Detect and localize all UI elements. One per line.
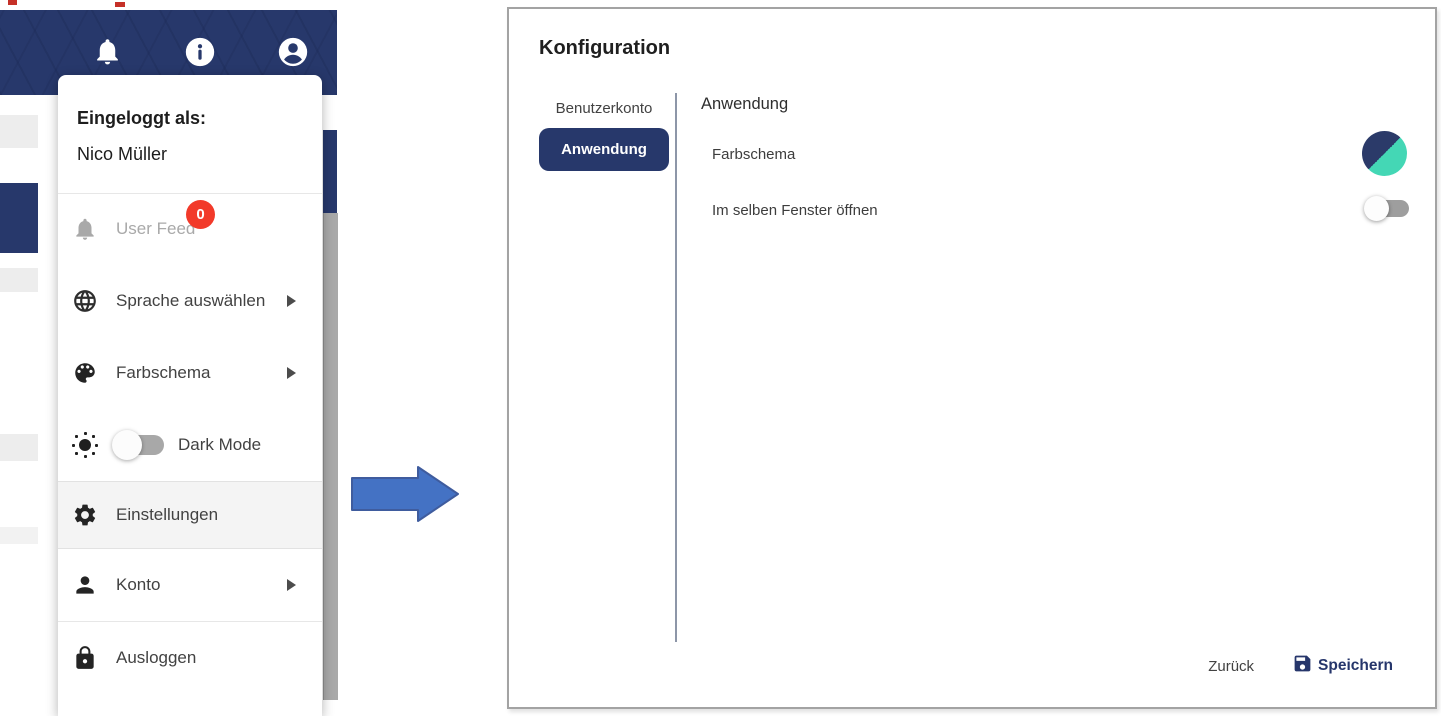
divider [675,93,677,642]
menu-item-settings[interactable]: Einstellungen [58,481,322,549]
save-button-label: Speichern [1318,657,1393,674]
tab-benutzerkonto[interactable]: Benutzerkonto [555,100,653,117]
left-app-window: Eingeloggt als: Nico Müller User Feed 0 … [0,0,340,716]
person-icon [72,572,98,598]
brightness-icon [72,432,98,458]
logged-in-as-label: Eingeloggt als: [77,108,207,128]
menu-item-user-feed[interactable]: User Feed 0 [58,193,322,265]
info-icon[interactable] [183,35,217,74]
toggle-thumb [1364,196,1389,221]
dialog-title: Konfiguration [539,37,671,59]
content-heading: Anwendung [701,95,789,113]
menu-list: User Feed 0 Sprache auswählen Farbschema [58,193,322,693]
user-dropdown-menu: Eingeloggt als: Nico Müller User Feed 0 … [58,75,322,716]
configuration-dialog: Konfiguration Benutzerkonto Anwendung An… [507,7,1437,709]
notification-badge: 0 [186,200,215,229]
dialog-footer: Zurück Speichern [1208,653,1393,679]
background-fragment [323,130,337,213]
setting-label-farbschema: Farbschema [712,146,796,163]
menu-item-label: Farbschema [116,363,211,382]
menu-item-label: Einstellungen [116,505,219,524]
top-navbar [0,10,337,95]
color-scheme-swatch[interactable] [1362,131,1407,176]
background-fragment [0,527,38,544]
menu-item-language[interactable]: Sprache auswählen [58,265,322,337]
toggle-thumb [112,430,142,460]
lock-icon [72,645,98,671]
menu-header: Eingeloggt als: Nico Müller [58,75,322,165]
setting-label-same-window: Im selben Fenster öffnen [712,202,878,219]
background-artifact [115,2,125,7]
tab-anwendung[interactable]: Anwendung [539,128,669,171]
background-artifact [8,0,17,5]
same-window-toggle[interactable] [1364,196,1409,221]
palette-icon [72,360,98,386]
bell-icon [72,216,98,242]
user-name: Nico Müller [77,144,168,164]
menu-item-label: User Feed [116,219,196,238]
background-fragment [0,183,38,253]
submenu-arrow-icon [287,579,296,591]
background-fragment [0,115,38,148]
menu-item-label: Dark Mode [178,435,262,454]
annotation-arrow-right [351,465,461,530]
background-fragment [0,268,38,292]
gear-icon [72,502,98,528]
divider [58,193,322,194]
menu-item-label: Sprache auswählen [116,291,266,310]
menu-item-label: Ausloggen [116,647,197,667]
bell-icon[interactable] [92,36,123,72]
menu-item-color-scheme[interactable]: Farbschema [58,337,322,409]
background-fragment [0,434,38,461]
submenu-arrow-icon [287,367,296,379]
back-button[interactable]: Zurück [1208,657,1255,675]
save-button[interactable]: Speichern [1292,653,1393,679]
menu-item-account[interactable]: Konto [58,549,322,621]
dark-mode-toggle[interactable] [112,430,164,460]
menu-item-label: Konto [116,575,161,594]
account-icon[interactable] [276,35,310,74]
submenu-arrow-icon [287,295,296,307]
scrollbar-thumb[interactable] [323,213,338,700]
menu-item-logout[interactable]: Ausloggen [58,621,322,693]
save-icon [1292,653,1313,679]
menu-item-dark-mode[interactable]: Dark Mode [58,409,322,481]
globe-icon [72,288,98,314]
